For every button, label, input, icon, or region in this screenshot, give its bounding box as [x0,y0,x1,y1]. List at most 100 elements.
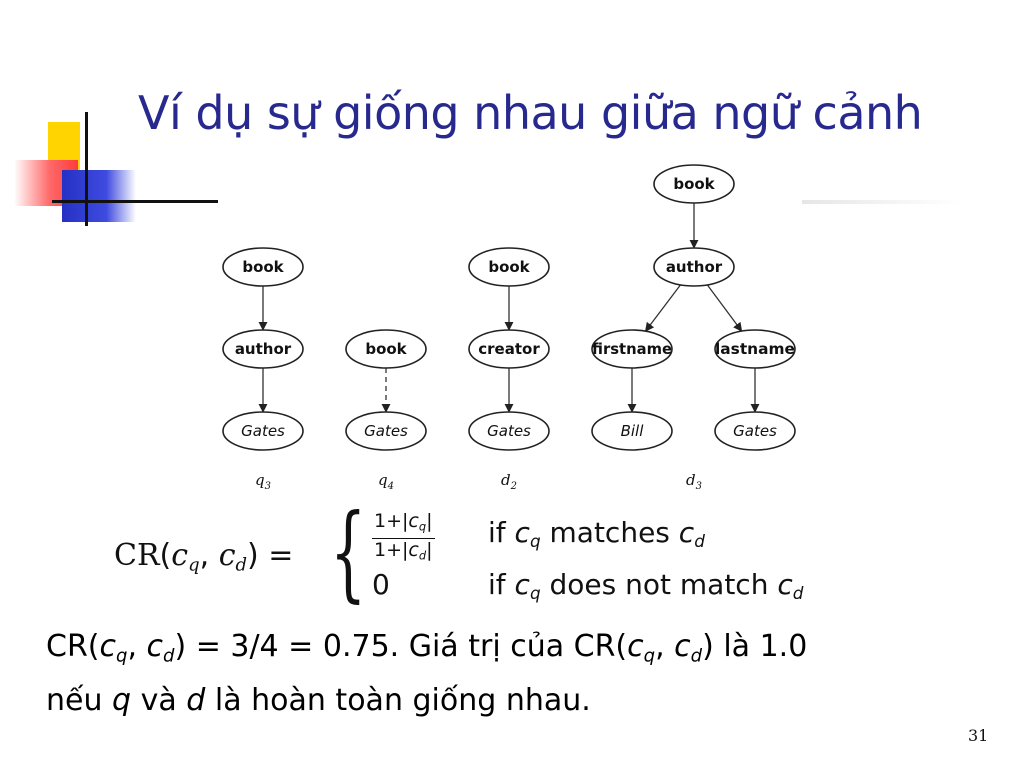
tree-label-q3: q3 [255,471,271,492]
if2-sub: q [529,583,541,604]
formula-case-nomatch: if cq does not match cd [488,568,803,603]
if-word-1: if [488,516,506,549]
node-ellipse [222,247,304,287]
if1-sub: q [529,531,541,552]
bt-sub-d1: d [163,645,175,667]
node-label: Gates [241,422,285,440]
node-ellipse [714,411,796,451]
bt-sub-q1: q [116,645,128,667]
logo-blue-square [62,170,136,222]
node-ellipse [591,329,673,369]
edges-layer [258,203,760,413]
num-prefix: 1+| [374,510,409,532]
node-label: lastname [715,340,795,358]
tree-label-d3: d3 [686,471,702,492]
den-bar: | [426,539,433,562]
formula-case-match: if cq matches cd [488,516,705,551]
den-c: c [408,539,419,562]
node-d3-book: book [653,164,735,204]
fraction-numerator: 1+|cq| [372,510,435,540]
does-not-match-text: does not match [549,568,769,601]
node-ellipse [468,329,550,369]
node-d3-bill: Bill [591,411,673,451]
bt-c3: c [627,629,644,664]
title-underline-left [52,200,218,203]
den-sub: d [418,548,427,563]
if2-c: c [514,568,530,601]
bt-sub-d2: d [690,645,703,667]
node-q4-book: book [345,329,427,369]
node-ellipse [345,329,427,369]
edge-d3-author-d3-lastname [706,284,743,332]
bt-q: q [112,683,132,719]
bt-line2-end: là hoàn toàn giống nhau. [205,683,591,719]
formula-sub-d: d [235,554,248,576]
node-label: creator [478,340,540,358]
bt-mid: ) = 3/4 = 0.75. Giá trị của CR( [174,629,628,664]
bt-comma1: , [127,629,147,664]
if-word-2: if [488,568,506,601]
node-label: Gates [364,422,408,440]
formula-case-zero: 0 [372,568,390,601]
den-prefix: 1+| [374,539,409,562]
node-d2-book: book [468,247,550,287]
node-label: book [365,340,407,358]
formula-cr: CR [114,538,160,573]
node-d3-firstname: firstname [591,329,673,369]
node-d3-gates: Gates [714,411,796,451]
bt-line2-start: nếu [46,683,113,719]
edge-d3-author-d3-firstname [644,284,681,332]
node-ellipse [468,411,550,451]
node-label: Gates [487,422,531,440]
num-c: c [408,510,419,532]
if2-sub2: d [792,583,804,604]
page-number: 31 [968,726,989,745]
node-q3-author: author [222,329,304,369]
bt-d: d [186,683,206,719]
bt-c1: c [99,629,117,664]
node-ellipse [345,411,427,451]
bt-comma2: , [655,629,675,664]
matches-text: matches [549,516,670,549]
tree-label-q4: q4 [378,471,394,492]
node-q4-gates: Gates [345,411,427,451]
node-label: firstname [592,340,672,358]
bt-va: và [131,683,187,719]
bt-cr-open: CR( [46,629,100,664]
bt-c2: c [146,629,164,664]
fraction-denominator: 1+|cd| [372,539,435,566]
node-ellipse [222,411,304,451]
node-q3-book: book [222,247,304,287]
node-d3-author: author [653,247,735,287]
node-ellipse [591,411,673,451]
bt-end1: ) là 1.0 [702,629,808,664]
formula-equals: = [268,538,294,573]
logo-vertical-line [85,112,88,226]
node-ellipse [222,329,304,369]
if1-sub2: d [694,531,705,552]
if1-c: c [514,516,530,549]
node-ellipse [653,164,735,204]
formula-c2: c [218,538,236,573]
node-d2-creator: creator [468,329,550,369]
formula-c: c [171,538,189,573]
formula-sub-q: q [188,554,200,576]
num-bar: | [426,510,433,532]
title-underline-right [802,200,962,204]
formula-lhs: CR(cq, cd) = [114,538,294,576]
node-label: Bill [621,422,645,440]
bt-sub-q2: q [643,645,656,667]
node-d2-gates: Gates [468,411,550,451]
if1-c2: c [678,516,695,549]
node-label: author [666,258,723,276]
num-sub: q [418,519,427,534]
node-ellipse [714,329,796,369]
explanation-text: CR(cq, cd) = 3/4 = 0.75. Giá trị của CR(… [46,624,986,723]
bt-c4: c [674,629,691,664]
node-q3-gates: Gates [222,411,304,451]
node-label: book [673,175,715,193]
formula-fraction: 1+|cq| 1+|cd| [372,510,435,567]
